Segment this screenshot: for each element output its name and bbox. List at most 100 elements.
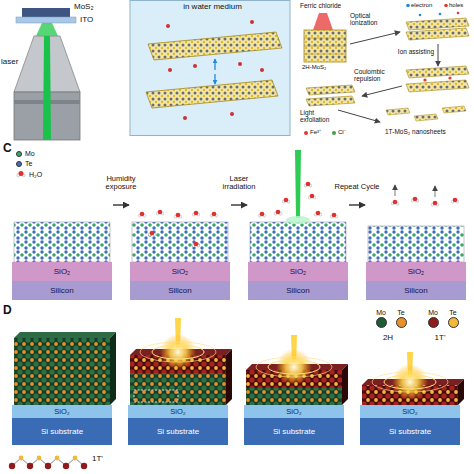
illustration-part	[174, 213, 181, 218]
illustration-part	[362, 86, 402, 96]
illustration-part	[274, 210, 281, 215]
illustration-part	[168, 68, 172, 72]
illustration-part	[282, 198, 289, 203]
layer-label: SiO₂	[130, 262, 230, 281]
legend-item: Mo	[372, 309, 390, 328]
illustration-part	[435, 186, 436, 197]
illustration-part	[250, 222, 346, 262]
illustration-part	[138, 212, 145, 217]
substrate-stack: SiO₂Si substrate	[12, 405, 112, 445]
illustration-part	[260, 68, 264, 72]
microscope-setup	[14, 8, 80, 140]
legend-swatch	[448, 317, 459, 328]
illustration-part	[419, 14, 422, 17]
illustration-part	[14, 338, 110, 405]
illustration-part	[258, 212, 265, 217]
illustration-part	[140, 342, 216, 362]
annotation-label: Light exfoliation	[300, 109, 337, 123]
illustration-part	[166, 24, 170, 28]
illustration-part	[268, 360, 320, 374]
illustration-part	[210, 212, 217, 217]
illustration-part	[276, 349, 312, 385]
legend-item: Mo	[16, 150, 35, 157]
layer-label: SiO₂	[128, 405, 228, 418]
substrate-stack: SiO₂Si substrate	[244, 405, 344, 445]
legend-text: Mo	[428, 309, 438, 316]
illustration-part	[148, 231, 155, 236]
legend-item: Te	[444, 309, 462, 328]
laser-thinning-panel	[9, 318, 464, 469]
illustration-part	[37, 456, 42, 461]
illustration-part	[14, 222, 110, 262]
illustration-part	[9, 463, 15, 469]
illustration-part	[304, 38, 346, 39]
illustration-part	[286, 216, 310, 224]
legend-swatch	[16, 151, 22, 157]
illustration-part	[146, 80, 278, 108]
illustration-part	[214, 59, 215, 70]
illustration-part	[386, 108, 410, 115]
molecule-shape	[17, 171, 25, 177]
illustration-part	[19, 456, 24, 461]
illustration-part	[160, 334, 196, 370]
illustration-part	[304, 30, 346, 62]
illustration-part	[45, 463, 51, 469]
annotation-label: holes	[449, 2, 471, 9]
illustration-part	[442, 106, 466, 113]
illustration-part	[313, 13, 333, 30]
annotation-label: electron	[411, 2, 443, 9]
illustration-part	[444, 4, 448, 8]
annotation-label: MoS₂	[74, 3, 114, 12]
illustration-part	[132, 222, 228, 262]
annotation-label: laser	[1, 58, 25, 67]
illustration-part	[439, 13, 442, 16]
illustration-part	[392, 364, 428, 400]
legend-swatch	[376, 317, 387, 328]
legend-item: H₂O	[16, 170, 42, 178]
panel-letter: C	[3, 142, 17, 155]
illustration-part	[250, 20, 254, 24]
illustration-part	[238, 62, 242, 66]
annotation-label: 2H	[370, 334, 406, 343]
illustration-part	[332, 131, 336, 135]
annotation-label: 1T-MoS₂ nanosheets	[385, 128, 473, 135]
illustration-part	[368, 226, 464, 262]
illustration-part	[193, 64, 197, 68]
illustration-part	[43, 36, 51, 140]
illustration-part	[304, 182, 311, 187]
substrate-stack: SiO₂Si substrate	[360, 405, 460, 445]
layer-label: Si substrate	[12, 418, 112, 445]
illustration-part	[63, 463, 69, 469]
illustration-part	[451, 198, 458, 203]
legend-item: Mo	[424, 309, 442, 328]
layer-label: SiO₂	[244, 405, 344, 418]
illustration-part	[308, 194, 315, 199]
illustration-part	[110, 332, 116, 405]
illustration-part	[338, 110, 380, 122]
illustration-part	[304, 131, 308, 135]
chemical-exfoliation-panel	[304, 4, 469, 135]
illustration-part	[384, 375, 436, 389]
legend-text: Te	[449, 309, 456, 316]
annotation-label: Ferric chloride	[300, 2, 364, 9]
substrate-stack: SiO₂Si substrate	[128, 405, 228, 445]
illustration-part	[314, 211, 321, 216]
illustration-part	[304, 46, 346, 47]
illustration-part	[134, 390, 178, 402]
illustration-part	[22, 8, 70, 17]
illustration-part	[306, 85, 355, 95]
illustration-part	[214, 74, 215, 84]
illustration-part	[130, 1, 290, 136]
process-arrow	[231, 204, 247, 205]
illustration-part	[148, 32, 282, 60]
illustration-part	[73, 456, 78, 461]
layer-label: Si substrate	[128, 418, 228, 445]
humidity-laser-panel	[14, 150, 464, 262]
process-arrow	[113, 204, 129, 205]
legend-text: Te	[397, 309, 404, 316]
illustration-part	[414, 114, 438, 121]
illustration-part	[192, 211, 199, 216]
illustration-part	[256, 357, 332, 377]
